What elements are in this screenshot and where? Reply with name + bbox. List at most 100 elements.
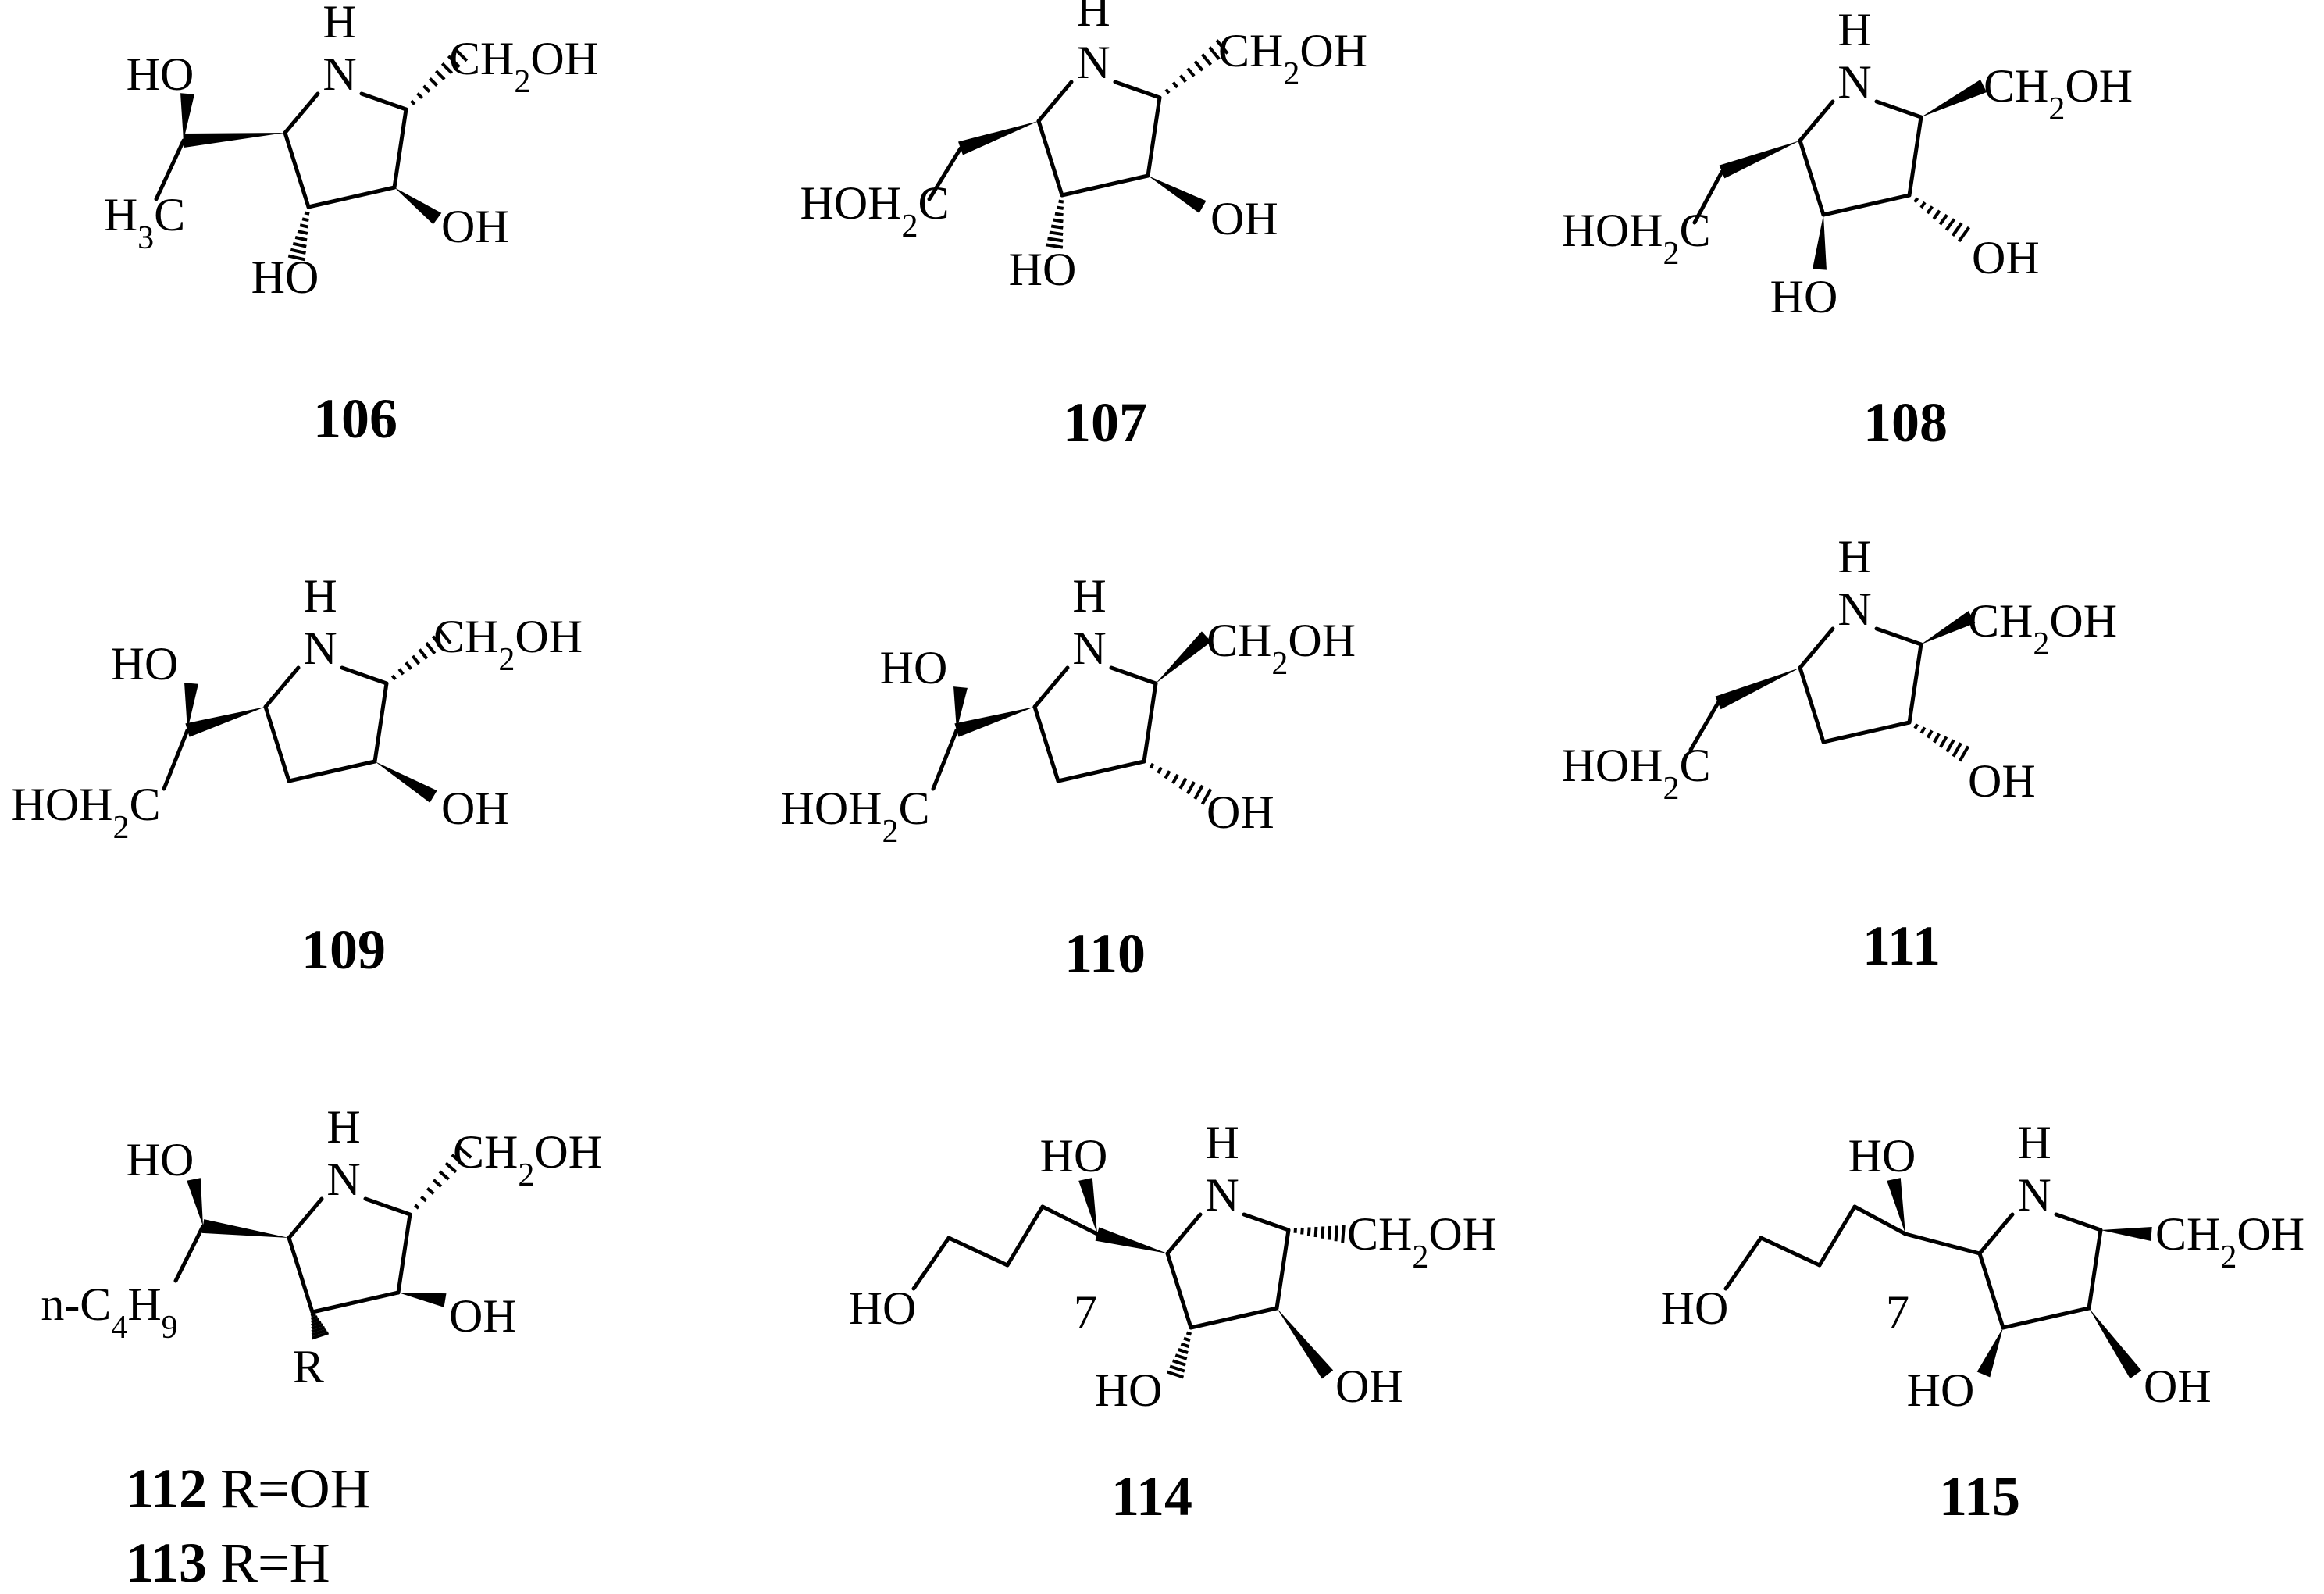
hashed-bond-stripe [304, 211, 310, 216]
wedge-bond [187, 1178, 203, 1226]
hashed-bond-stripe [1179, 74, 1187, 84]
hashed-bond-stripe [311, 1321, 322, 1327]
single-bond [1040, 1204, 1100, 1236]
hashed-bond-stripe [294, 235, 308, 242]
single-bond [1142, 681, 1158, 764]
hashed-bond-stripe [1164, 88, 1171, 94]
atom-label-oh_right: OH [1968, 755, 2036, 807]
atom-label-ho_left: HO [849, 1282, 917, 1334]
compound-number-115: 115 [1939, 1465, 2020, 1528]
atom-label-ho_bottom: HO [1009, 244, 1077, 295]
hashed-bond-stripe [1169, 1364, 1185, 1373]
hashed-bond-stripe [1300, 1227, 1304, 1235]
atom-label-ho_left: HO [1661, 1282, 1729, 1334]
atom-label-c7: 7 [1886, 1286, 1909, 1338]
single-bond [1874, 626, 1923, 647]
single-bond [931, 728, 959, 791]
hashed-bond-stripe [1200, 788, 1213, 805]
hashed-bond-stripe [311, 1323, 324, 1331]
hashed-bond-stripe [1321, 1226, 1325, 1239]
wedge-bond [1921, 611, 1976, 644]
single-bond [1036, 119, 1064, 198]
hashed-bond-stripe [301, 217, 309, 223]
atom-label-nh_h: H [1837, 4, 1871, 55]
atom-label-hoh2c: HOH2C [1561, 740, 1710, 807]
atom-label-oh_right: OH [1207, 786, 1274, 838]
single-bond [283, 91, 320, 135]
atom-label-nh_h: H [323, 0, 356, 48]
hashed-bond-stripe [311, 1331, 330, 1340]
compound-number-110: 110 [1064, 922, 1146, 985]
atom-label-hoh2c: HOH2C [800, 177, 949, 244]
wedge-bond [1813, 215, 1827, 270]
hashed-bond-stripe [405, 661, 413, 670]
compound-number-109: 109 [301, 918, 386, 981]
hashed-bond-stripe [311, 1318, 320, 1324]
single-bond [306, 185, 397, 209]
hashed-bond-stripe [410, 99, 416, 105]
hashed-bond-stripe [1183, 1336, 1191, 1343]
atom-label-nh_n: N [303, 622, 337, 674]
wedge-bond [1976, 1328, 2003, 1378]
hashed-bond-stripe [1171, 773, 1179, 785]
atom-label-ch2oh: CH2OH [433, 611, 583, 678]
wedge-bond [201, 1219, 289, 1238]
atom-label-ho_bottom: HO [1095, 1364, 1163, 1416]
atom-label-nh_n: N [1837, 583, 1871, 635]
hashed-bond-stripe [1185, 1331, 1192, 1336]
hashed-bond-stripe [397, 668, 405, 676]
wedge-bond [1148, 176, 1207, 213]
single-bond [1907, 642, 1923, 725]
hashed-bond-stripe [1933, 733, 1941, 744]
atom-label-ch2oh: CH2OH [1218, 25, 1367, 92]
single-bond [1977, 1251, 2005, 1330]
wedge-bond [954, 707, 1035, 737]
hashed-bond-stripe [1215, 39, 1229, 55]
hashed-bond-stripe [438, 629, 452, 644]
hashed-bond-stripe [425, 641, 437, 655]
atom-label-ho_bottom: HO [1770, 271, 1838, 323]
hashed-bond-stripe [1149, 762, 1155, 769]
atom-label-oh_right: OH [2144, 1360, 2212, 1412]
hashed-bond-stripe [1208, 46, 1221, 61]
atom-label-ho_top: HO [1848, 1130, 1916, 1182]
atom-label-butyl: n-C4H9 [41, 1278, 177, 1346]
single-bond [287, 1196, 324, 1240]
hashed-bond-stripe [310, 1315, 319, 1321]
wedge-bond [953, 686, 968, 730]
hashed-bond-stripe [1166, 1370, 1185, 1379]
hashed-bond-stripe [310, 1312, 316, 1318]
hashed-bond-stripe [1178, 777, 1188, 790]
atom-label-hoh2c: HOH2C [1561, 205, 1710, 272]
wedge-bond [398, 1293, 447, 1307]
hashed-bond-stripe [414, 1204, 420, 1210]
wedge-bond [1887, 1178, 1905, 1234]
single-bond [1032, 665, 1070, 709]
single-bond [2087, 1228, 2103, 1311]
wedge-bond [1078, 1178, 1097, 1234]
wedge-bond [1156, 631, 1212, 683]
single-bond [359, 91, 408, 112]
atom-label-ho_bottom: HO [251, 251, 319, 303]
atom-label-ch2oh: CH2OH [2155, 1208, 2304, 1275]
single-bond [1032, 704, 1060, 783]
hashed-bond-stripe [447, 55, 461, 69]
single-bond [1903, 1232, 1982, 1256]
hashed-bond-stripe [1958, 745, 1970, 762]
atom-label-nh_n: N [1205, 1169, 1239, 1221]
hashed-bond-stripe [1913, 723, 1919, 729]
atom-label-nh_n: N [323, 48, 356, 100]
hashed-bond-stripe [311, 1328, 327, 1337]
wedge-bond [180, 93, 194, 141]
hashed-bond-stripe [428, 77, 439, 87]
hashed-bond-stripe [431, 635, 444, 650]
hashed-bond-stripe [1164, 770, 1171, 779]
hashed-bond-stripe [1045, 243, 1064, 249]
hashed-bond-stripe [1050, 224, 1064, 230]
atom-label-ch2oh: CH2OH [1968, 595, 2117, 662]
hashed-bond-stripe [1178, 1348, 1189, 1354]
caption-layer: 106 107 108 109 110 111 112 R=OH 113 R=H… [126, 387, 2020, 1594]
